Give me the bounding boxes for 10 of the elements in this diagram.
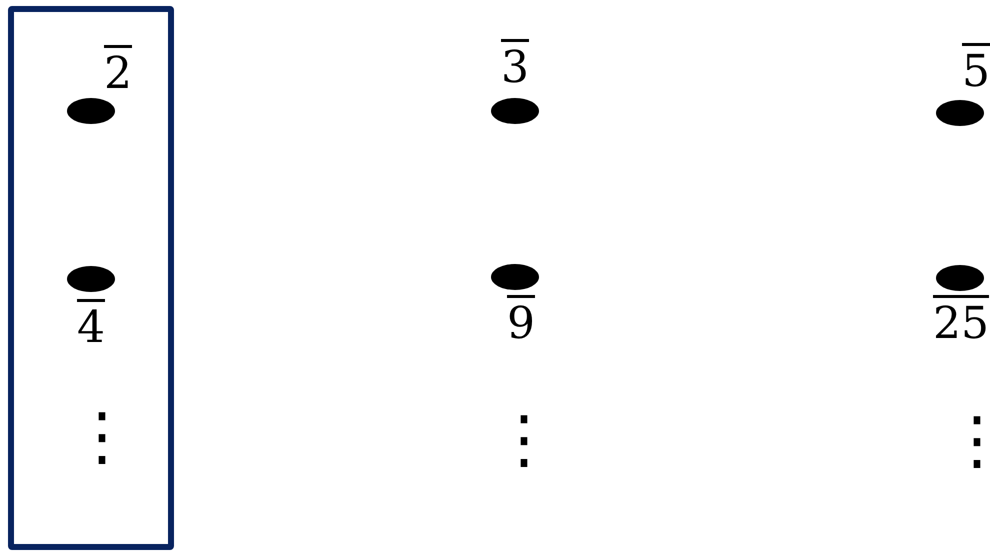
class-label: 4 [77, 306, 105, 350]
class-label: 9 [507, 302, 535, 346]
vertical-ellipsis: ⋮ [492, 408, 556, 472]
class-label: 3 [501, 46, 529, 90]
class-label: 25 [933, 302, 989, 346]
vertical-ellipsis: ⋮ [945, 409, 990, 473]
class-label: 5 [962, 50, 990, 94]
class-label: 2 [104, 52, 132, 96]
group-frame [8, 6, 174, 550]
vertical-ellipsis: ⋮ [70, 405, 134, 469]
